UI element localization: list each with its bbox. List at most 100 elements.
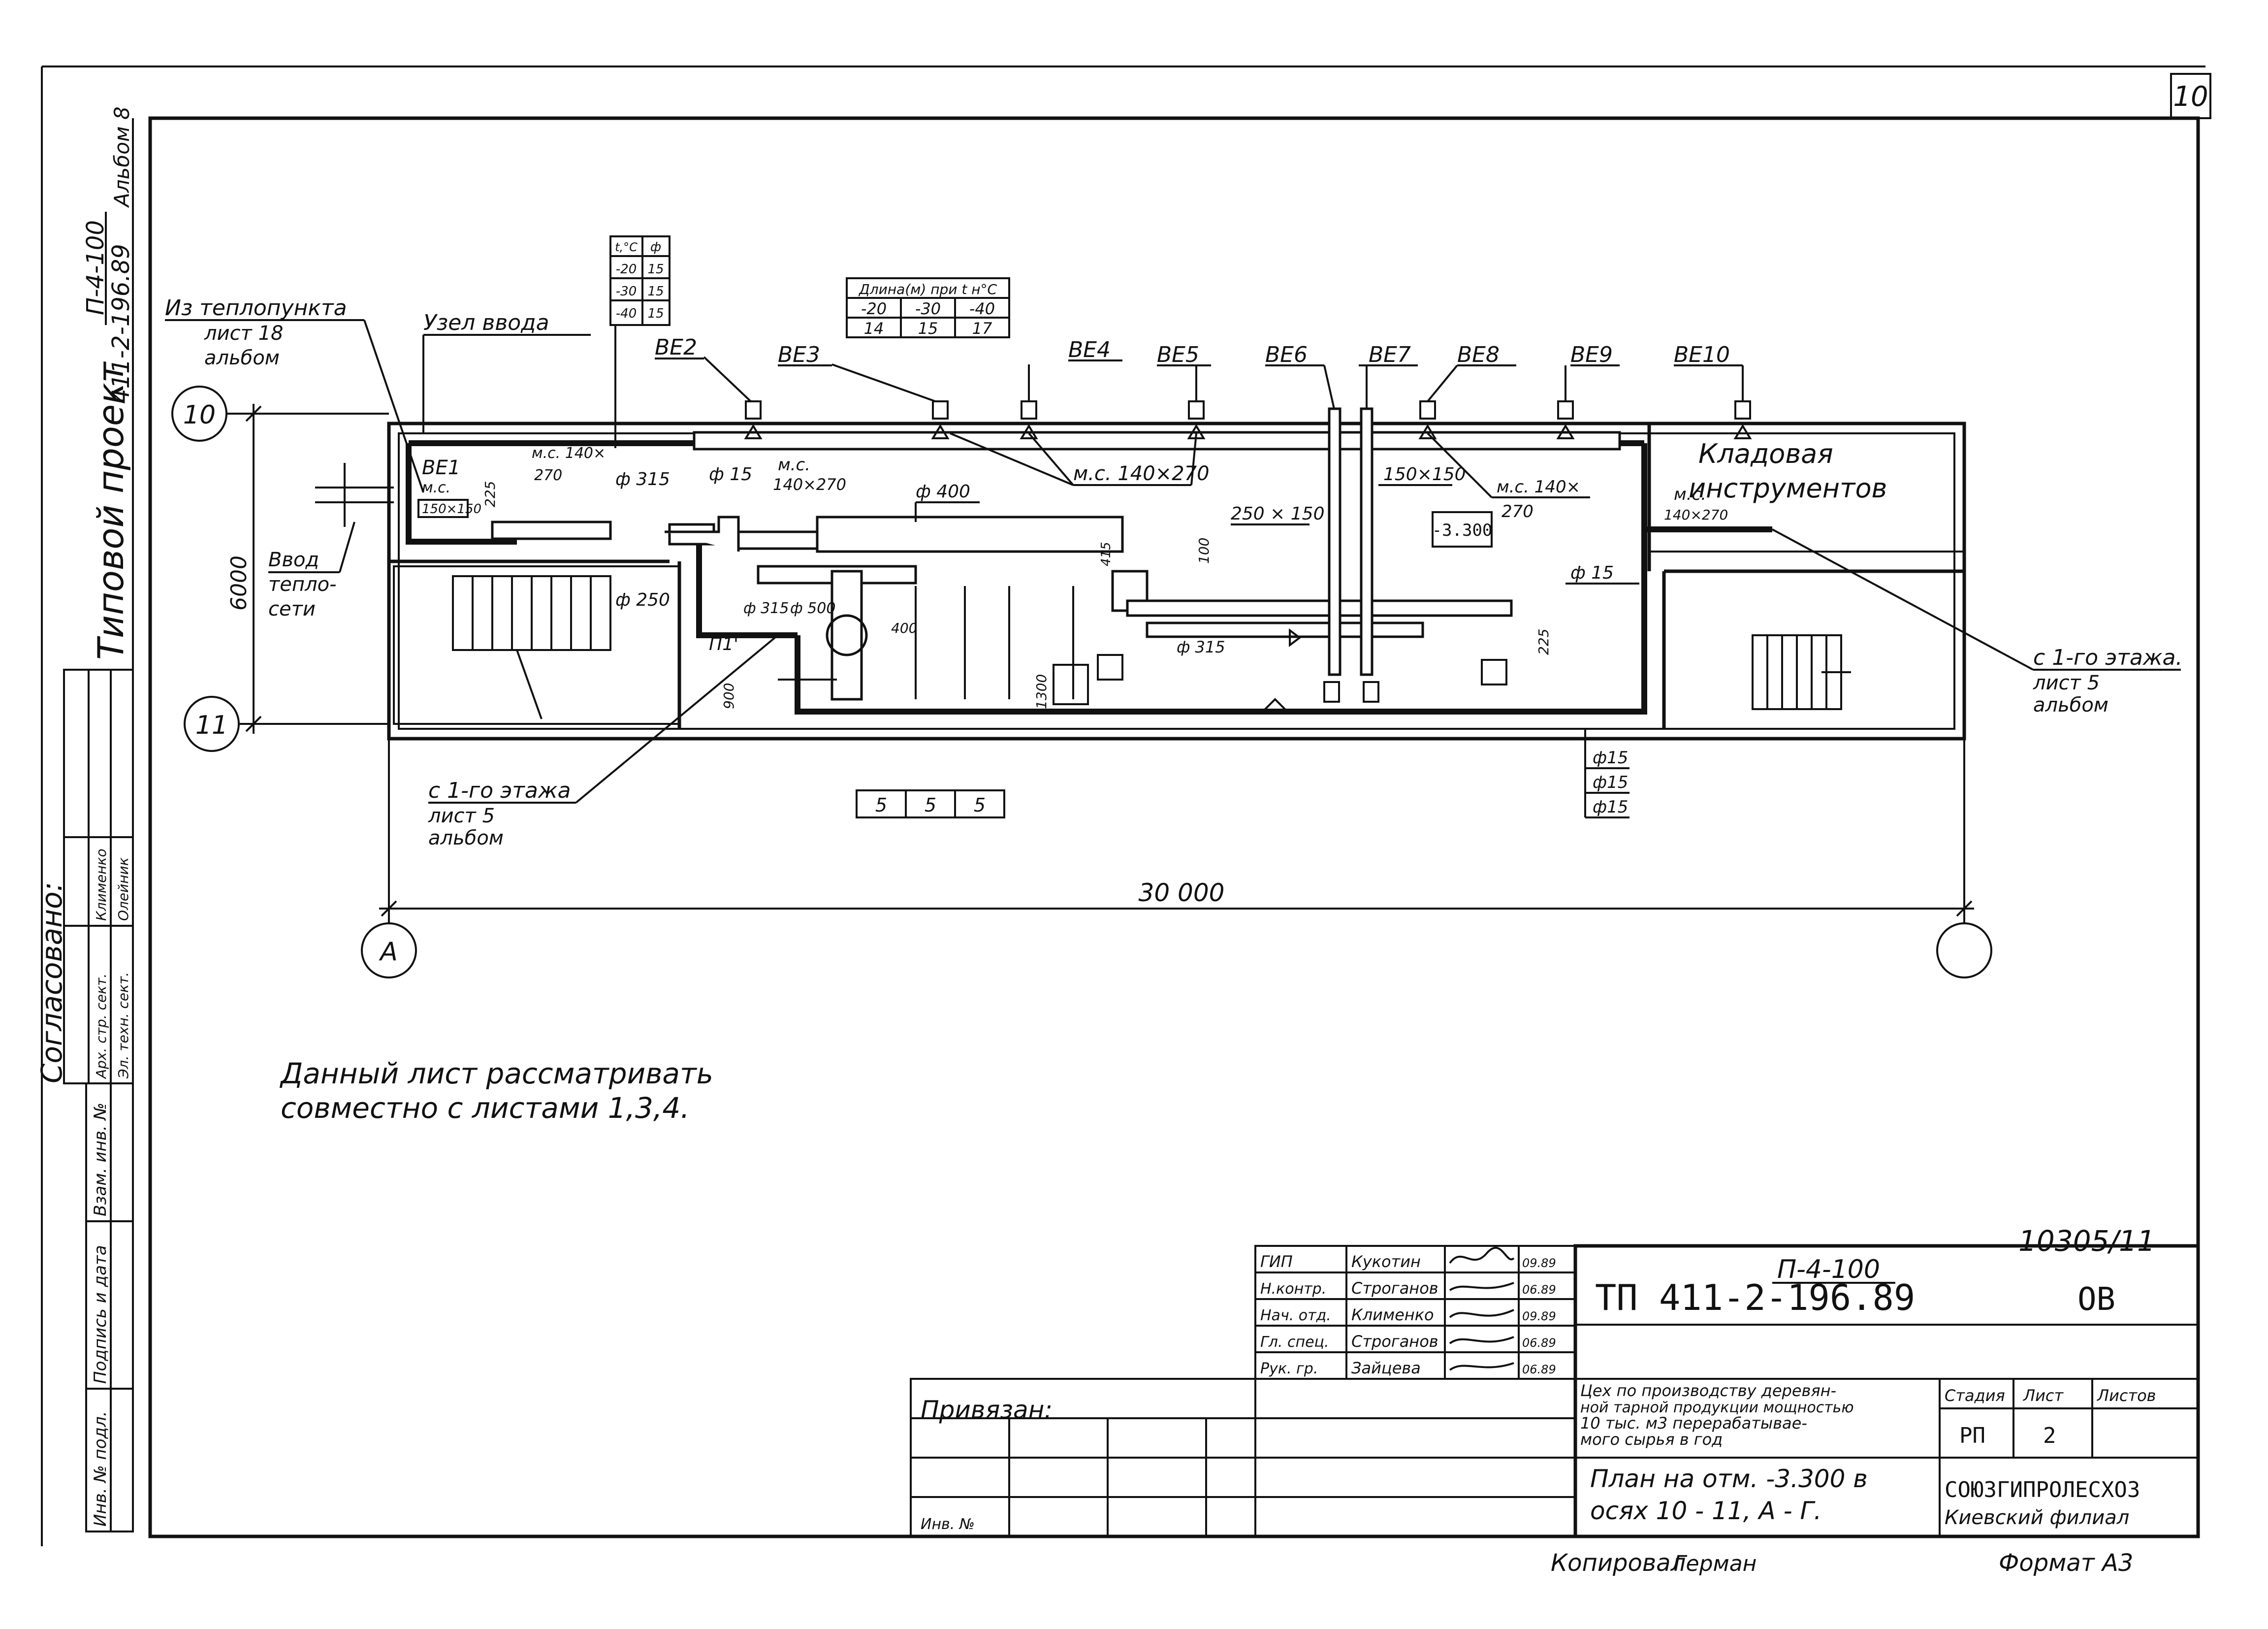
svg-text:Стадия: Стадия: [1945, 1386, 2005, 1405]
svg-text:-40: -40: [969, 299, 995, 318]
be-unit: ВЕ10: [1674, 342, 1752, 439]
svg-text:Формат А3: Формат А3: [1999, 1549, 2133, 1577]
dimension-height: 6000: [226, 555, 252, 611]
svg-text:альбом: альбом: [204, 347, 280, 369]
svg-text:2: 2: [2043, 1423, 2056, 1448]
svg-text:ф15: ф15: [1593, 748, 1628, 768]
svg-text:225: 225: [482, 481, 498, 507]
svg-text:Длина(м) при t н°С: Длина(м) при t н°С: [858, 281, 997, 297]
svg-text:11: 11: [195, 711, 228, 740]
sheet-title-1: План на отм. -3.300 в: [1590, 1465, 1868, 1493]
supply-duct-top: [693, 431, 1621, 451]
svg-text:лист 5: лист 5: [2033, 672, 2100, 694]
side-code-top: П-4-100: [82, 220, 109, 315]
svg-text:06.89: 06.89: [1522, 1283, 1556, 1297]
svg-text:сети: сети: [268, 598, 316, 620]
sheet-number-box: [2170, 73, 2211, 119]
pipe-diameter-stack: ф15 ф15 ф15: [1584, 729, 1629, 818]
svg-text:-20: -20: [861, 299, 887, 318]
svg-text:06.89: 06.89: [1522, 1363, 1556, 1376]
svg-text:Листов: Листов: [2097, 1386, 2156, 1405]
svg-text:Киевский филиал: Киевский филиал: [1945, 1506, 2129, 1529]
svg-text:5: 5: [925, 794, 936, 816]
svg-text:ВЕ6: ВЕ6: [1265, 342, 1308, 367]
agreed-role-1: Арх. стр. сект.: [93, 974, 109, 1079]
svg-text:Клименко: Клименко: [1351, 1305, 1434, 1324]
svg-text:ВЕ3: ВЕ3: [778, 342, 820, 367]
svg-text:Копировал: Копировал: [1551, 1549, 1686, 1577]
svg-text:П-4-100: П-4-100: [1777, 1255, 1880, 1284]
svg-text:альбом: альбом: [2033, 694, 2108, 717]
stamp-cell-sign: Подпись и дата: [91, 1245, 110, 1384]
small-table: 5 5 5: [856, 789, 1005, 818]
svg-text:тепло-: тепло-: [268, 573, 337, 596]
from-heat-point-label: Из теплопункта: [165, 295, 347, 321]
svg-text:ф15: ф15: [1593, 773, 1628, 792]
svg-text:Строганов: Строганов: [1351, 1279, 1438, 1298]
mark: ОВ: [2077, 1281, 2115, 1318]
be-unit: ВЕ8: [1418, 342, 1516, 439]
svg-text:А: А: [379, 937, 398, 967]
svg-text:Рук. гр.: Рук. гр.: [1260, 1360, 1318, 1377]
doc-number: 10305/11: [2018, 1224, 2155, 1258]
svg-text:-40: -40: [616, 306, 637, 321]
svg-text:Строганов: Строганов: [1351, 1332, 1438, 1351]
svg-text:м.с. 140×270: м.с. 140×270: [1073, 462, 1210, 485]
be1-label: ВЕ1: [422, 456, 460, 479]
svg-text:225: 225: [1535, 629, 1552, 655]
sheet-number: 10: [2173, 81, 2208, 113]
svg-text:ВЕ2: ВЕ2: [655, 335, 697, 360]
floor-plan: -3.300: [387, 407, 1966, 741]
side-stamp: Типовой проект П-4-100 411-2-196.89 Альб…: [35, 106, 135, 1532]
svg-text:Герман: Герман: [1674, 1551, 1757, 1576]
elevation-text: -3.300: [1432, 521, 1493, 540]
svg-text:ф 315: ф 315: [1177, 638, 1225, 656]
be-units: ВЕ2 ВЕ3 ВЕ4 ВЕ5 ВЕ6 ВЕ7 ВЕ8 ВЕ9 ВЕ10: [655, 335, 1752, 439]
svg-text:ВЕ8: ВЕ8: [1457, 342, 1500, 367]
bound-label: Привязан:: [921, 1396, 1053, 1424]
svg-text:ф 500: ф 500: [790, 600, 835, 617]
svg-text:РП: РП: [1959, 1423, 1985, 1448]
svg-text:Зайцева: Зайцева: [1351, 1359, 1421, 1377]
duct-400: [816, 516, 1124, 553]
svg-text:-30: -30: [616, 284, 637, 299]
svg-text:06.89: 06.89: [1522, 1336, 1556, 1350]
svg-text:15: 15: [647, 262, 664, 277]
agreed-name-1: Клименко: [93, 848, 109, 921]
agreed-name-2: Олейник: [115, 857, 131, 921]
svg-text:альбом: альбом: [428, 827, 504, 849]
side-album: Альбом 8: [110, 106, 134, 208]
svg-text:Кукотин: Кукотин: [1351, 1252, 1421, 1271]
svg-text:Ввод: Ввод: [268, 549, 319, 571]
svg-text:900: 900: [721, 683, 737, 709]
phi-table: t,°С ф -20 15 -30 15 -40 15: [609, 235, 671, 448]
svg-text:100: 100: [1196, 538, 1212, 564]
svg-text:1300: 1300: [1033, 674, 1050, 709]
svg-text:-20: -20: [616, 262, 637, 277]
svg-text:415: 415: [1099, 542, 1114, 566]
be-unit: ВЕ5: [1157, 342, 1211, 439]
svg-text:Н.контр.: Н.контр.: [1260, 1280, 1326, 1298]
svg-text:ВЕ7: ВЕ7: [1369, 342, 1411, 367]
svg-text:15: 15: [647, 306, 664, 321]
svg-text:150×150: 150×150: [422, 502, 481, 517]
storage-label-2: инструментов: [1689, 473, 1887, 504]
svg-text:t,°С: t,°С: [615, 240, 638, 254]
svg-text:ф15: ф15: [1593, 797, 1628, 817]
be-unit: ВЕ3: [778, 342, 950, 439]
svg-text:ф 315: ф 315: [743, 600, 789, 617]
svg-text:15: 15: [647, 284, 664, 299]
svg-text:10 тыс. м3 перерабатывае-: 10 тыс. м3 перерабатывае-: [1580, 1414, 1807, 1433]
svg-text:250 × 150: 250 × 150: [1231, 504, 1324, 524]
elevation-box: [1432, 511, 1493, 548]
agreed-role-2: Эл. техн. сект.: [115, 972, 131, 1079]
axis-g-bubble: [1936, 922, 1992, 978]
be-unit: ВЕ2: [655, 335, 763, 439]
svg-text:ф 315: ф 315: [615, 469, 670, 489]
svg-text:м.с.: м.с.: [1674, 485, 1706, 504]
note-line-2: совместно с листами 1,3,4.: [281, 1091, 690, 1125]
svg-text:ной тарной продукции мощностью: ной тарной продукции мощностью: [1580, 1399, 1854, 1416]
stair-left: [452, 575, 611, 719]
svg-text:лист 18: лист 18: [204, 322, 283, 345]
input-node-label: Узел ввода: [423, 310, 549, 335]
